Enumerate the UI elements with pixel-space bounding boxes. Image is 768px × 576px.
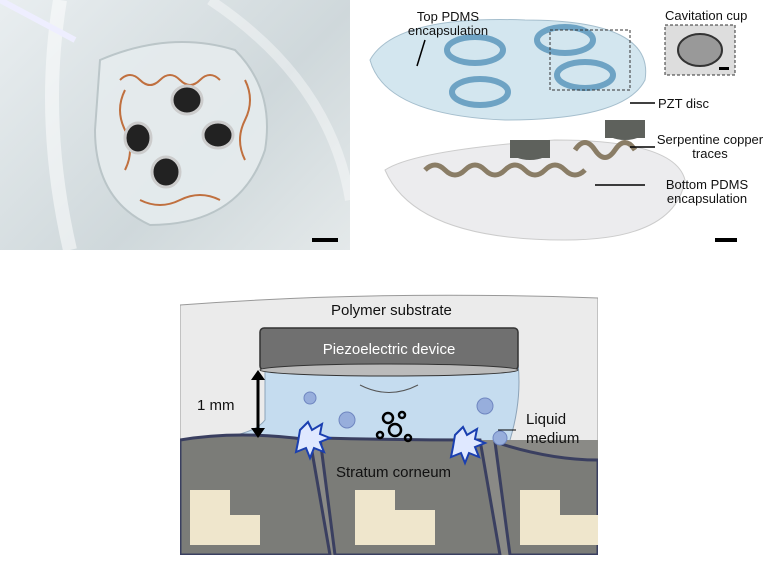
label-stratum-corneum: Stratum corneum xyxy=(336,464,452,481)
scale-bar xyxy=(312,238,338,242)
label-piezoelectric-device: Piezoelectric device xyxy=(322,341,456,358)
cavitation-schematic: Polymer substrate Piezoelectric device 1… xyxy=(180,290,598,555)
label-bottom-pdms: Bottom PDMS encapsulation xyxy=(665,177,749,206)
label-polymer-substrate: Polymer substrate xyxy=(331,302,452,319)
schematic-drawing xyxy=(180,290,598,555)
scale-bar xyxy=(715,238,737,242)
label-serpentine: Serpentine copper traces xyxy=(656,132,764,161)
device-photo xyxy=(0,0,350,250)
exploded-view: Top PDMS encapsulation Cavitation cup PZ… xyxy=(355,0,768,250)
label-top-pdms: Top PDMS encapsulation xyxy=(407,9,489,38)
label-liquid-medium: Liquid medium xyxy=(526,411,580,447)
label-cavitation-cup: Cavitation cup xyxy=(665,8,748,23)
label-pzt-disc: PZT disc xyxy=(658,96,710,111)
exploded-view-drawing xyxy=(369,19,737,242)
device-photo-drawing xyxy=(0,0,350,250)
label-distance: 1 mm xyxy=(197,397,235,414)
